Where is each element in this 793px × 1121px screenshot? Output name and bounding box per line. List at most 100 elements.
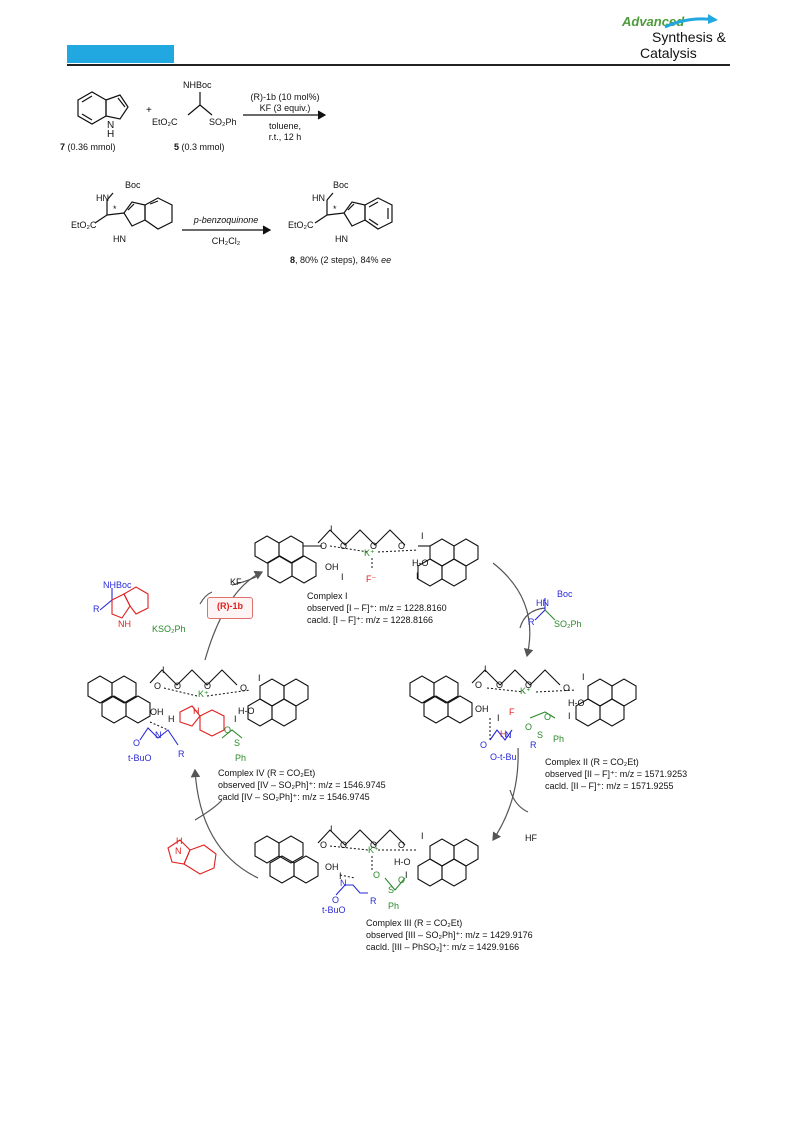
complex4-s: S: [234, 738, 241, 748]
condition1-catalyst: (R)-1b (10 mol%): [250, 92, 320, 102]
complex3-ph: Ph: [388, 901, 400, 911]
complex4-o-1: O: [154, 681, 162, 691]
complex2-n: N: [505, 730, 512, 740]
complex1-calculated: cacld. [I – F]⁺: m/z = 1228.8166: [307, 615, 434, 625]
product-r: R: [93, 604, 100, 614]
complex2-i-2: I: [497, 713, 500, 723]
complex3-o-carbonyl: O: [332, 895, 340, 905]
complex4-ho: H-O: [238, 706, 255, 716]
complex3-o-1: O: [320, 840, 328, 850]
complex4-i-1: I: [162, 665, 165, 675]
complex2-oh: OH: [475, 704, 489, 714]
complex4-r: R: [178, 749, 185, 759]
complex3-ho: H-O: [394, 857, 411, 867]
complex3-drawing: [254, 829, 479, 887]
complex3-k-plus: K⁺: [368, 845, 379, 855]
product-boc: Boc: [333, 180, 349, 190]
condition1-base: KF (3 equiv.): [259, 103, 311, 113]
complex4-k-plus: K⁺: [198, 689, 209, 699]
condition2-oxidant: p-benzoquinone: [193, 215, 259, 225]
journal-logo: Advanced Synthesis & Catalysis: [600, 12, 740, 62]
complex1-o-3: O: [370, 541, 378, 551]
reactant7-label: 7 (0.36 mmol): [60, 142, 116, 152]
complex3-title: Complex III (R = CO₂Et): [366, 918, 463, 928]
complex2-o-carbonyl: O: [480, 740, 488, 750]
complex3-o-s: O: [373, 870, 381, 880]
complex4-o-2: O: [174, 681, 182, 691]
complex1-f-minus: F⁻: [366, 574, 377, 584]
product-nhboc: NHBoc: [103, 580, 132, 590]
condition2-solvent: CH₂Cl₂: [211, 236, 241, 246]
complex3-r: R: [370, 896, 377, 906]
complex2-title: Complex II (R = CO₂Et): [545, 757, 639, 767]
intermediate-boc: Boc: [125, 180, 141, 190]
complex3-oh: OH: [325, 862, 339, 872]
logo-swoosh-icon: [664, 14, 718, 29]
complex2-h: H: [500, 729, 507, 739]
complex1-ho: H-O: [412, 558, 429, 568]
complex4-oh: OH: [150, 707, 164, 717]
header-rule: [67, 64, 730, 66]
complex3-n: N: [340, 878, 347, 888]
complex2-observed: observed [II – F]⁺: m/z = 1571.9253: [545, 769, 688, 779]
complex4-o-carbonyl: O: [133, 738, 141, 748]
complex4-i-2: I: [258, 673, 261, 683]
complex1-o-2: O: [340, 541, 348, 551]
complex1-i-4: I: [416, 571, 419, 581]
complex2-i-3: I: [582, 672, 585, 682]
complex4-ph: Ph: [235, 753, 247, 763]
complex1-drawing: [254, 529, 479, 587]
complex2-k-plus: K⁺: [520, 686, 531, 696]
nh-label: N H: [107, 120, 115, 140]
complex4-i-3: I: [234, 714, 237, 724]
complex1-oh: OH: [325, 562, 339, 572]
intermediate-eto2c: EtO₂C: [71, 220, 97, 230]
complex2-o-s: O: [525, 722, 533, 732]
product-eto2c: EtO₂C: [288, 220, 314, 230]
kso2ph-label: KSO₂Ph: [152, 624, 186, 634]
catalyst-label: (R)-1b: [217, 601, 243, 611]
complex4-nh: H: [193, 706, 200, 716]
scheme1-structures: [77, 91, 393, 235]
complex1-i-1: I: [330, 524, 333, 534]
hf-label: HF: [525, 833, 537, 843]
product-hn2: HN: [335, 234, 348, 244]
complex1-k-plus: K⁺: [364, 548, 375, 558]
catalyst-box: [207, 597, 253, 619]
header-accent-bar: [67, 45, 174, 63]
indole-h: H: [176, 836, 183, 846]
complex2-ho: H-O: [568, 698, 585, 708]
reactant5-so2ph: SO₂Ph: [209, 117, 237, 127]
substrate-boc: Boc: [557, 589, 573, 599]
complex2-f: F: [509, 707, 515, 717]
complex4-observed: observed [IV – SO₂Ph]⁺: m/z = 1546.9745: [218, 780, 386, 790]
complex1-i-3: I: [421, 531, 424, 541]
substrate-so2ph: SO₂Ph: [554, 619, 582, 629]
complex1-observed: observed [I – F]⁺: m/z = 1228.8160: [307, 603, 447, 613]
complex3-observed: observed [III – SO₂Ph]⁺: m/z = 1429.9176: [366, 930, 533, 940]
complex2-calculated: cacld. [II – F]⁺: m/z = 1571.9255: [545, 781, 674, 791]
intermediate-star: *: [113, 204, 117, 214]
product8-label: 8, 80% (2 steps), 84% ee: [290, 255, 392, 265]
complex4-n: N: [155, 730, 162, 740]
complex2-o-2: O: [496, 680, 504, 690]
complex1-i-2: I: [341, 572, 344, 582]
complex2-o-s2: O: [544, 712, 552, 722]
complex3-i-2: I: [339, 871, 342, 881]
complex2-otbu: O-t-Bu: [490, 752, 517, 762]
complex3-calculated: cacld. [III – PhSO₂]⁺: m/z = 1429.9166: [366, 942, 520, 952]
complex3-o-2: O: [340, 840, 348, 850]
complex4-title: Complex IV (R = CO₂Et): [218, 768, 316, 778]
complex2-o-1: O: [475, 680, 483, 690]
product-star: *: [333, 204, 337, 214]
product-hn: HN: [312, 193, 325, 203]
complex3-i-3: I: [421, 831, 424, 841]
complex3-tbuo: t-BuO: [322, 905, 346, 915]
condition1-solvent: toluene,: [268, 121, 302, 131]
condition1-time: r.t., 12 h: [268, 132, 302, 142]
kf-label: KF: [230, 577, 242, 587]
substrate-hn: HN: [536, 598, 549, 608]
complex4-tbuo: t-BuO: [128, 753, 152, 763]
complex1-o-4: O: [398, 541, 406, 551]
complex3-i-4: I: [405, 870, 408, 880]
